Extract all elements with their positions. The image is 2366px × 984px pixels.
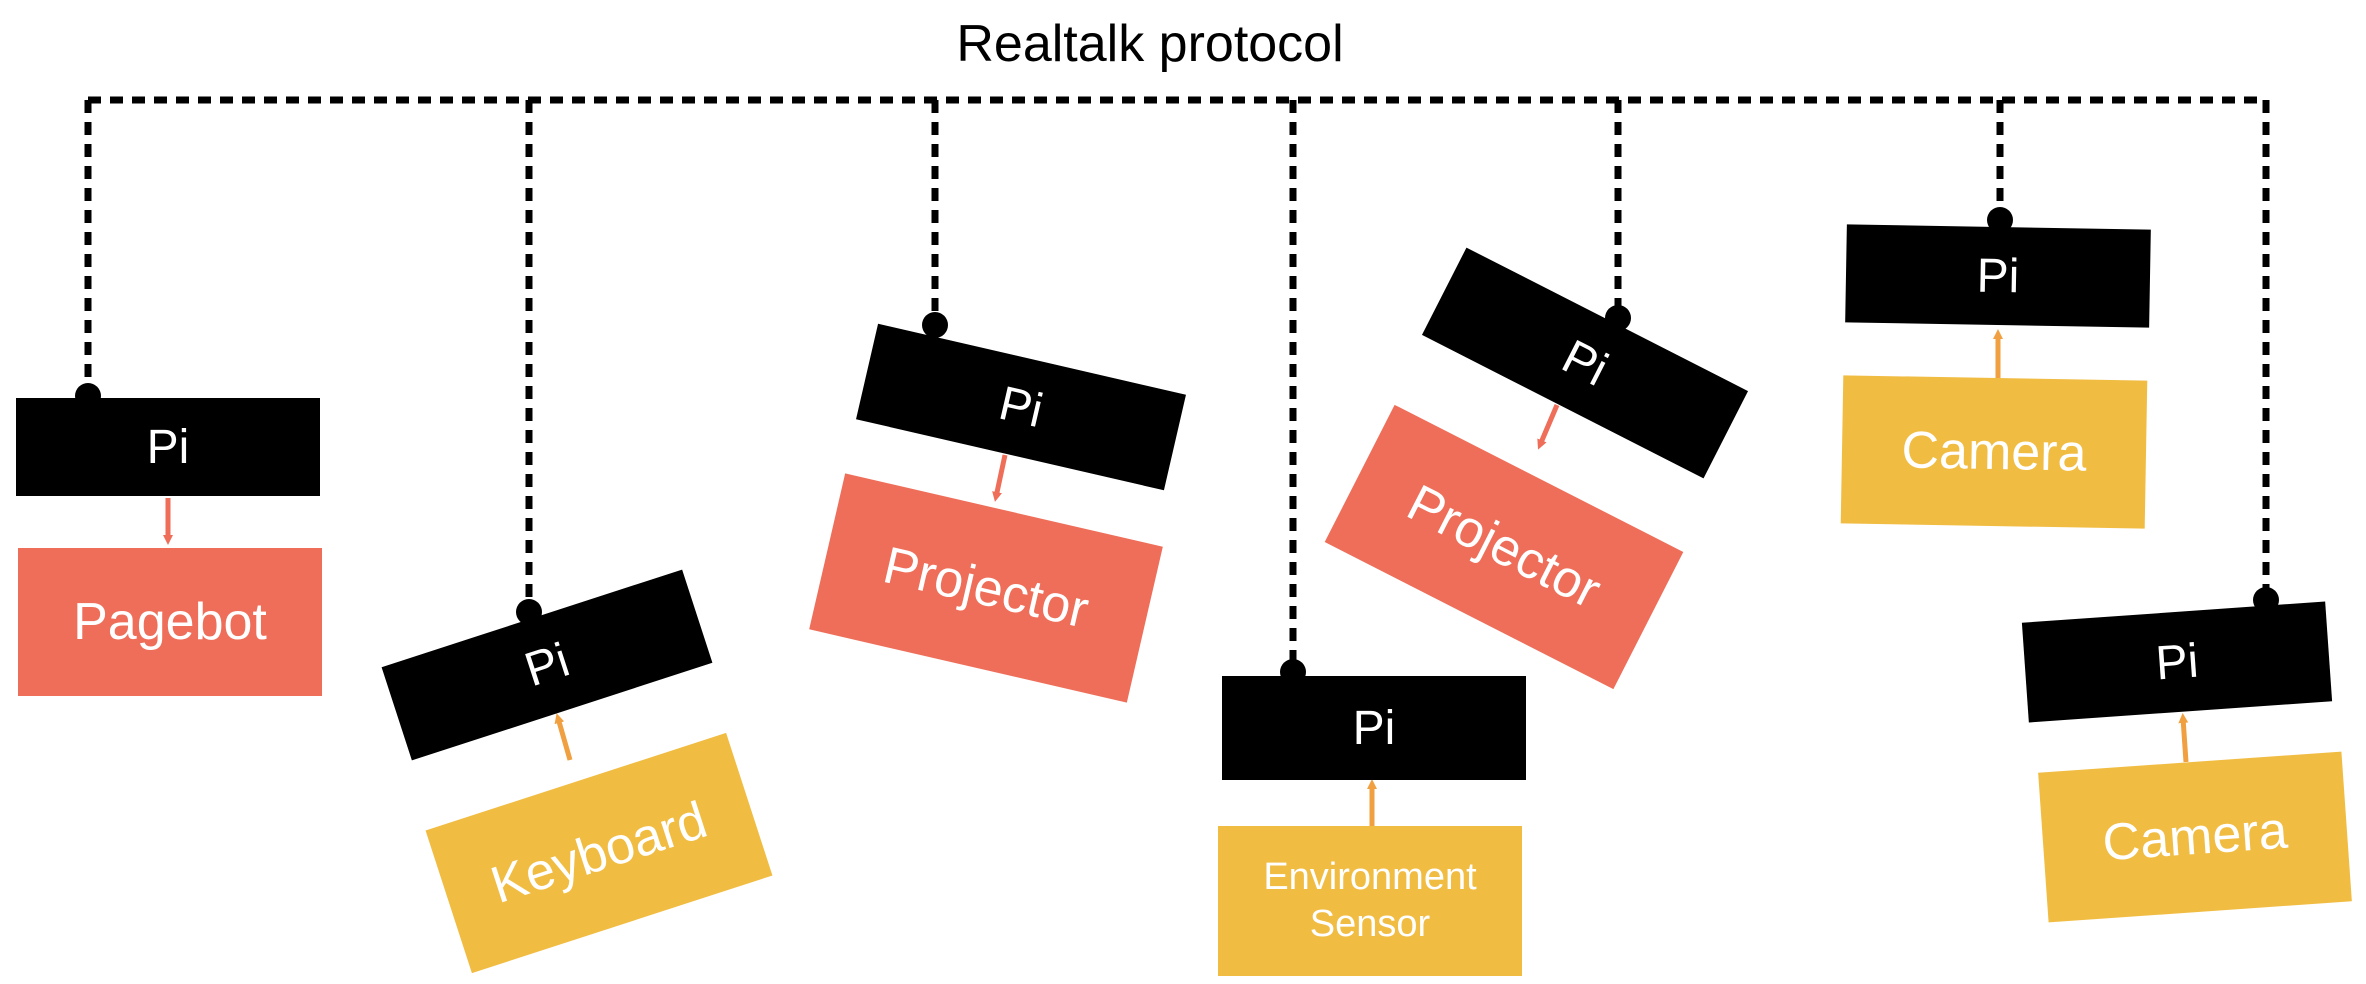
diagram-title: Realtalk protocol <box>956 15 1344 73</box>
pi-box: Pi <box>1222 676 1526 780</box>
device-camera: Camera <box>2038 751 2352 923</box>
pi-box: Pi <box>16 398 320 496</box>
device-environment-sensor: Environment Sensor <box>1218 826 1522 976</box>
input-arrow <box>554 713 573 761</box>
pi-box: Pi <box>2021 601 2333 723</box>
output-arrow <box>1537 404 1560 450</box>
input-arrow <box>2178 713 2189 763</box>
connection-dot <box>922 312 948 338</box>
device-pagebot: Pagebot <box>18 548 322 696</box>
pi-box: Pi <box>1845 224 2151 328</box>
output-arrow <box>992 454 1008 502</box>
device-camera: Camera <box>1840 375 2148 529</box>
